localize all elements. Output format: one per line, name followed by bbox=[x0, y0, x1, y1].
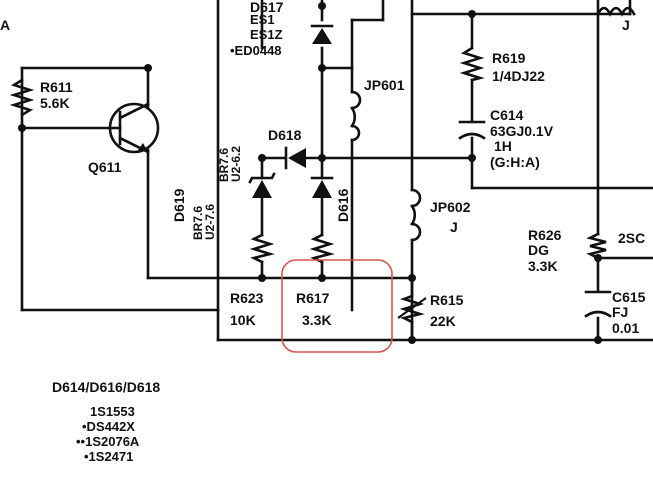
d617-ed0448-label: •ED0448 bbox=[230, 43, 282, 58]
d619-label: D619 bbox=[171, 188, 187, 222]
d618-diode-symbol bbox=[284, 146, 306, 170]
jp602-label: JP602 bbox=[430, 199, 471, 215]
diode-legend: D614/D616/D618 1S1553 •DS442X ••1S2076A … bbox=[52, 379, 160, 464]
c614-note1-label: 1H bbox=[494, 138, 512, 154]
legend-item-3: ••1S2076A bbox=[76, 434, 140, 449]
r619-label: R619 bbox=[492, 50, 526, 66]
r617-value-label: 3.3K bbox=[302, 312, 332, 328]
component-labels: A D617 ES1 ES1Z •ED0448 JP601 R619 1/4DJ… bbox=[0, 0, 646, 336]
r617-highlight-box bbox=[281, 259, 393, 353]
d619-part-3: BR7.6 bbox=[217, 148, 231, 182]
d619-zener-symbol bbox=[248, 172, 276, 198]
d617-es1-label: ES1 bbox=[250, 12, 275, 27]
top-right-coil-symbol bbox=[596, 6, 636, 17]
r617-resistor-symbol bbox=[309, 233, 335, 264]
r617-label: R617 bbox=[296, 290, 330, 306]
c614-note2-label: (G:H:A) bbox=[490, 154, 540, 170]
d616-label: D616 bbox=[335, 188, 351, 222]
r615-label: R615 bbox=[430, 292, 464, 308]
d616-diode-symbol bbox=[310, 176, 334, 198]
c615-fj-label: FJ bbox=[612, 304, 628, 320]
r626-dg-label: DG bbox=[528, 242, 549, 258]
r615-resistor-symbol bbox=[397, 294, 427, 324]
r611-resistor-symbol bbox=[9, 78, 35, 117]
legend-item-4: •1S2471 bbox=[84, 449, 133, 464]
d617-diode-symbol bbox=[310, 24, 334, 44]
r623-value-label: 10K bbox=[230, 312, 256, 328]
d617-es1z-label: ES1Z bbox=[250, 27, 283, 42]
jp601-jumper-symbol bbox=[350, 90, 362, 142]
c614-capacitor-symbol bbox=[458, 120, 486, 140]
d619-part-1: BR7.6 bbox=[191, 206, 205, 240]
c614-value-label: 63GJ0.1V bbox=[490, 123, 554, 139]
r615-value-label: 22K bbox=[430, 313, 456, 329]
r619-value-label: 1/4DJ22 bbox=[492, 68, 545, 84]
edge-label-a: A bbox=[0, 17, 10, 33]
c614-label: C614 bbox=[490, 107, 524, 123]
jp602-j-label: J bbox=[450, 219, 458, 235]
q611-label: Q611 bbox=[88, 159, 122, 175]
c615-label: C615 bbox=[612, 289, 646, 305]
top-j-label: J bbox=[622, 17, 630, 33]
d618-label: D618 bbox=[268, 127, 302, 143]
q611-transistor-symbol bbox=[108, 102, 160, 154]
r619-resistor-symbol bbox=[459, 46, 485, 82]
d619-part-2: U2-7.6 bbox=[203, 204, 217, 240]
legend-title: D614/D616/D618 bbox=[52, 379, 160, 395]
r626-resistor-symbol bbox=[586, 232, 607, 260]
junction-dots bbox=[18, 2, 602, 344]
c615-value-label: 0.01 bbox=[612, 320, 639, 336]
legend-item-2: •DS442X bbox=[82, 419, 135, 434]
jp601-label: JP601 bbox=[364, 77, 405, 93]
r626-label: R626 bbox=[528, 227, 562, 243]
legend-item-1: 1S1553 bbox=[90, 404, 135, 419]
r611-value-label: 5.6K bbox=[40, 95, 70, 111]
c615-capacitor-symbol bbox=[584, 290, 612, 318]
jp602-jumper-symbol bbox=[410, 188, 422, 242]
d617-label: D617 bbox=[250, 0, 284, 15]
r623-resistor-symbol bbox=[249, 233, 275, 264]
wires bbox=[20, 0, 653, 342]
transistor-2sc-label: 2SC bbox=[618, 230, 645, 246]
r626-value-label: 3.3K bbox=[528, 258, 558, 274]
r623-label: R623 bbox=[230, 290, 264, 306]
d619-part-4: U2-6.2 bbox=[229, 146, 243, 182]
r611-label: R611 bbox=[40, 79, 73, 95]
